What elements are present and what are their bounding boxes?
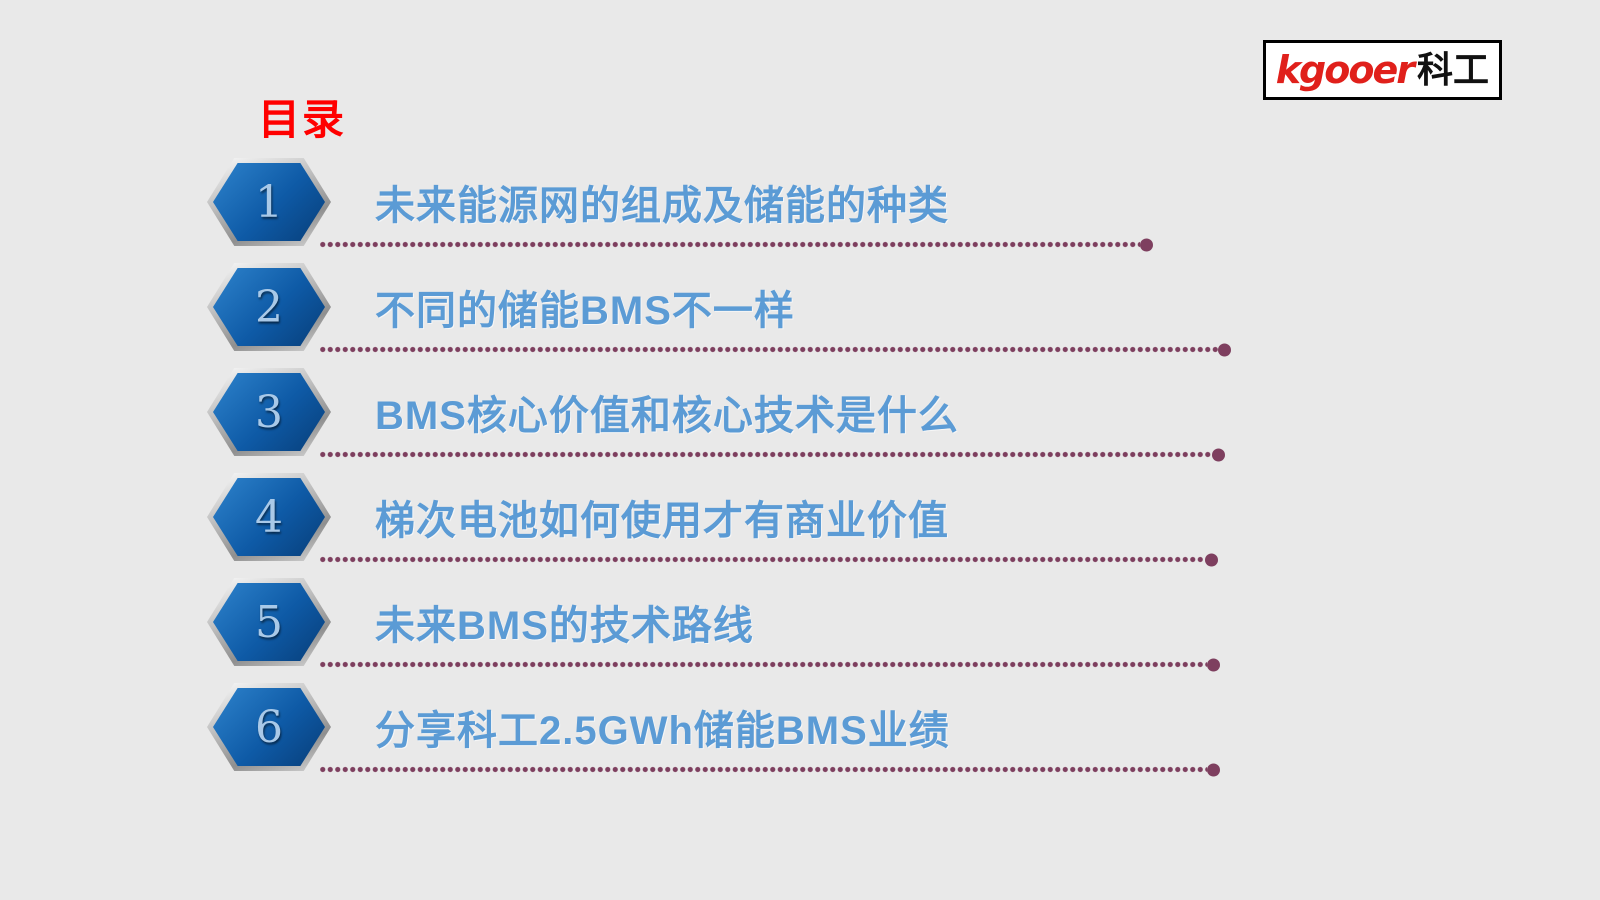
brand-logo-text-en: kgooer (1275, 48, 1415, 92)
dotted-leader-line (319, 346, 1218, 353)
toc-item-label: 梯次电池如何使用才有商业价值 (375, 499, 949, 543)
toc-item-number: 4 (255, 491, 283, 543)
dotted-leader-line (319, 556, 1205, 563)
toc-item-1: 1 未来能源网的组成及储能的种类 (207, 158, 1600, 250)
hexagon-number-badge: 4 (207, 473, 331, 561)
toc-item-label: 未来BMS的技术路线 (375, 604, 754, 648)
hexagon-core: 2 (213, 268, 325, 346)
dotted-leader-line (319, 766, 1207, 773)
toc-item-label: 不同的储能BMS不一样 (375, 289, 795, 333)
hexagon-core: 4 (213, 478, 325, 556)
toc-item-label: 未来能源网的组成及储能的种类 (375, 184, 949, 228)
hexagon-number-badge: 5 (207, 578, 331, 666)
hexagon-core: 5 (213, 583, 325, 661)
hexagon-number-badge: 1 (207, 158, 331, 246)
toc-item-number: 6 (255, 701, 283, 753)
toc-item-3: 3 BMS核心价值和核心技术是什么 (207, 368, 1600, 460)
hexagon-number-badge: 6 (207, 683, 331, 771)
toc-item-4: 4 梯次电池如何使用才有商业价值 (207, 473, 1600, 565)
hexagon-core: 1 (213, 163, 325, 241)
toc-item-number: 5 (255, 596, 283, 648)
toc-item-label: BMS核心价值和核心技术是什么 (375, 394, 959, 438)
brand-logo-text-cn: 科工 (1416, 49, 1489, 90)
toc-item-6: 6 分享科工2.5GWh储能BMS业绩 (207, 683, 1600, 775)
dotted-leader-line (319, 661, 1207, 668)
hexagon-number-badge: 2 (207, 263, 331, 351)
hexagon-number-badge: 3 (207, 368, 331, 456)
toc-item-number: 3 (255, 386, 283, 438)
dotted-leader-line (319, 241, 1140, 248)
hexagon-core: 3 (213, 373, 325, 451)
toc-item-number: 2 (255, 281, 283, 333)
dotted-leader-line (319, 451, 1212, 458)
page-title: 目录 (258, 96, 347, 143)
toc-item-2: 2 不同的储能BMS不一样 (207, 263, 1600, 355)
brand-logo: kgooer 科工 (1262, 40, 1502, 100)
toc-item-number: 1 (255, 176, 283, 228)
toc-item-5: 5 未来BMS的技术路线 (207, 578, 1600, 670)
toc-item-label: 分享科工2.5GWh储能BMS业绩 (375, 709, 950, 753)
hexagon-core: 6 (213, 688, 325, 766)
